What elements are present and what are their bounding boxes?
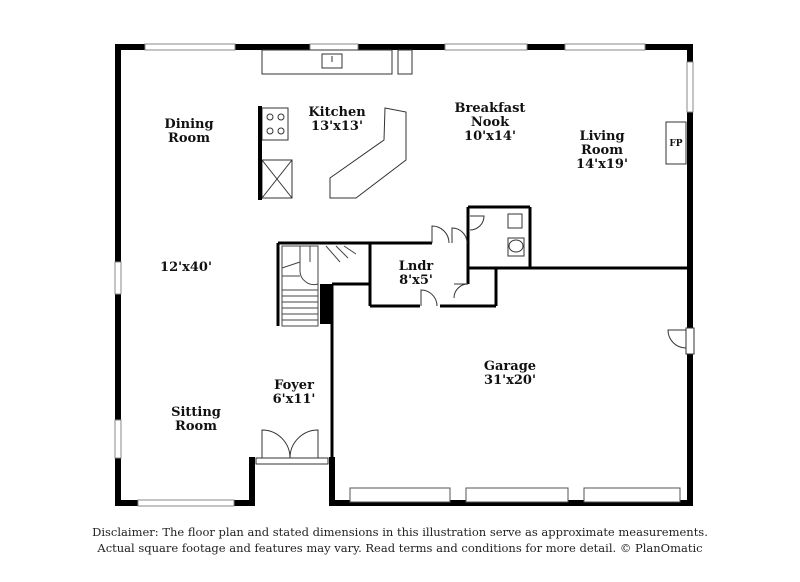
stair-post — [320, 284, 332, 324]
room-label-line: Dining — [164, 117, 213, 132]
garage-doors — [349, 487, 681, 503]
disclaimer-line-1: Disclaimer: The floor plan and stated di… — [92, 525, 708, 539]
room-label-line: Garage — [484, 359, 536, 374]
room-label-line: Sitting — [171, 405, 221, 420]
room-label-line: 31'x20' — [484, 373, 536, 388]
room-label-line: 6'x11' — [273, 392, 316, 407]
kitchen-counter — [261, 49, 413, 75]
room-label-line: Room — [168, 131, 210, 146]
staircase — [281, 245, 357, 327]
kitchen-appliances — [258, 106, 293, 200]
room-label-line: 10'x14' — [464, 129, 516, 144]
room-label-line: Room — [175, 419, 217, 434]
laundry-doors — [420, 225, 469, 307]
windows — [114, 43, 694, 507]
room-label-line: Foyer — [274, 378, 314, 393]
room-label-line: Lndr — [399, 259, 434, 274]
room-label-line: Nook — [471, 115, 510, 130]
interior-walls — [276, 205, 690, 462]
room-label-line: Living — [579, 129, 624, 144]
room-label-line: 14'x19' — [576, 157, 628, 172]
room-label-line: 13'x13' — [311, 119, 363, 134]
room-label-line: Room — [581, 143, 623, 158]
fireplace — [665, 121, 687, 165]
room-label-great: 12'x40' — [160, 260, 212, 275]
room-label-line: Breakfast — [455, 101, 526, 116]
room-label-line: 12'x40' — [160, 260, 212, 275]
disclaimer-line-2: Actual square footage and features may v… — [97, 541, 703, 555]
kitchen-island — [329, 107, 407, 199]
disclaimer: Disclaimer: The floor plan and stated di… — [0, 524, 800, 556]
room-label-line: 8'x5' — [399, 273, 433, 288]
half-bath-fixtures — [469, 213, 525, 257]
front-door — [255, 429, 329, 465]
garage-side-door — [667, 327, 695, 355]
room-label-line: Kitchen — [308, 105, 366, 120]
fireplace-label: FP — [669, 139, 682, 149]
